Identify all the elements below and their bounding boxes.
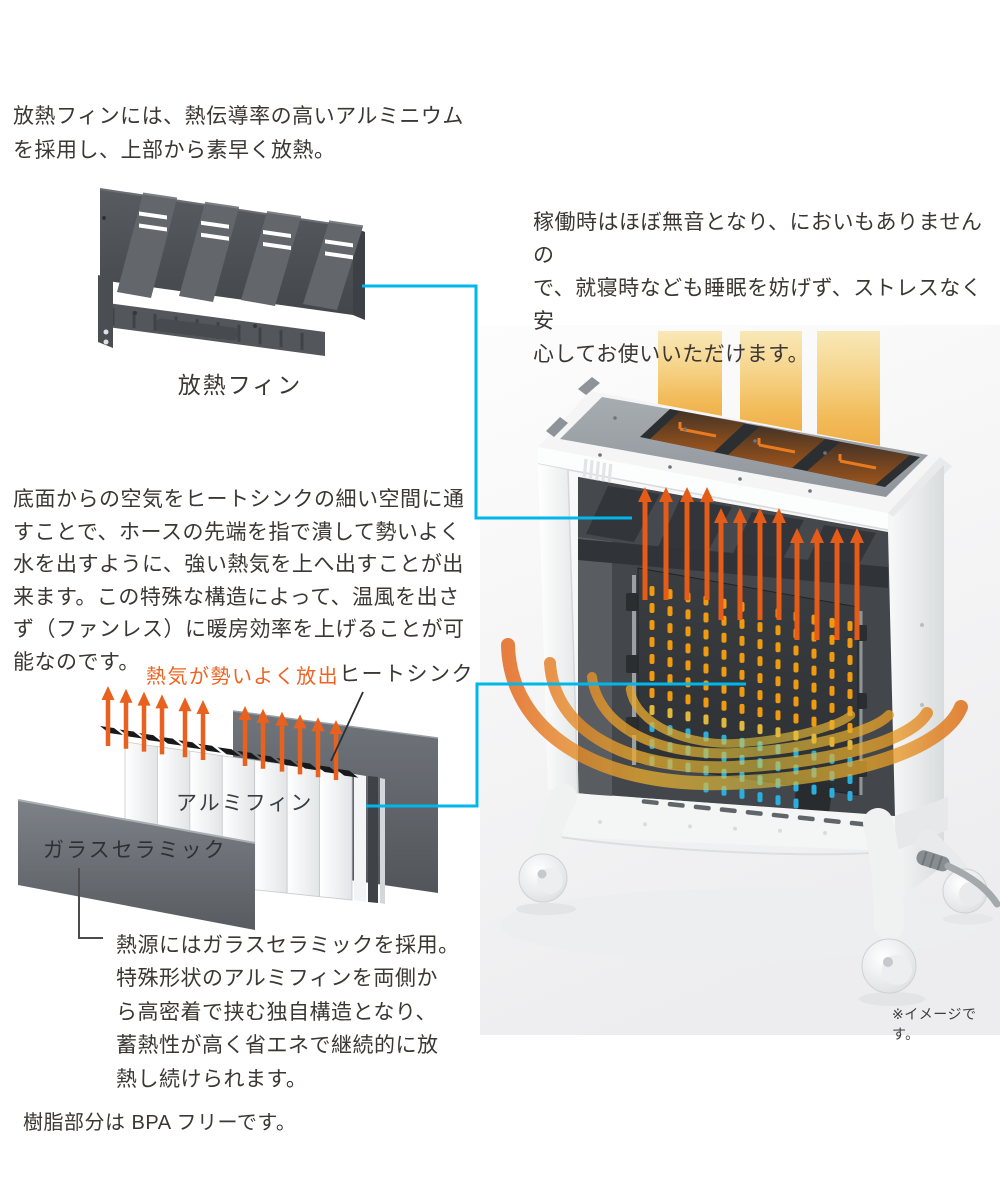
fin-plates xyxy=(117,192,364,310)
heater-top xyxy=(537,377,952,531)
fin-photo xyxy=(98,188,365,356)
power-cord xyxy=(916,850,1000,908)
silent-paragraph: 稼働時はほぼ無音となり、においもありませんの で、就寝時なども睡眠を妨げず、スト… xyxy=(533,211,983,366)
alumi-fin-label: アルミフィン xyxy=(176,792,314,815)
support-beam xyxy=(578,539,888,588)
fin-photo-caption: 放熱フィン xyxy=(177,372,303,398)
hot-air-release-label: 熱気が勢いよく放出 xyxy=(146,666,340,688)
glass-ceramic-front-panel xyxy=(17,799,256,930)
floor-shadow xyxy=(500,889,980,961)
inner-fin-glow-marks xyxy=(678,422,877,470)
interior-fin-walls xyxy=(578,477,888,588)
heatsink-label: ヒートシンク xyxy=(339,663,474,686)
sandwich-layers xyxy=(354,774,385,904)
fin-photo-body xyxy=(98,188,365,356)
airflow-paragraph: 底面からの空気をヒートシンクの細い空間に通 すことで、ホースの先端を指で潰して勢… xyxy=(13,488,465,674)
hot-air-up-arrows-large xyxy=(638,487,864,640)
intro-paragraph: 放熱フィンには、熱伝導率の高いアルミニウム を採用し、上部から素早く放熱。 xyxy=(13,105,464,162)
image-disclaimer: ※イメージです。 xyxy=(892,1006,977,1042)
bpa-note: 樹脂部分は BPA フリーです。 xyxy=(23,1112,297,1134)
heater-illustration xyxy=(480,325,1000,1035)
glass-ceramic-label: ガラスセラミック xyxy=(43,839,227,862)
heat-source-paragraph: 熱源にはガラスセラミックを採用。 特殊形状のアルミフィンを両側か ら高密着で挟む… xyxy=(116,934,460,1091)
